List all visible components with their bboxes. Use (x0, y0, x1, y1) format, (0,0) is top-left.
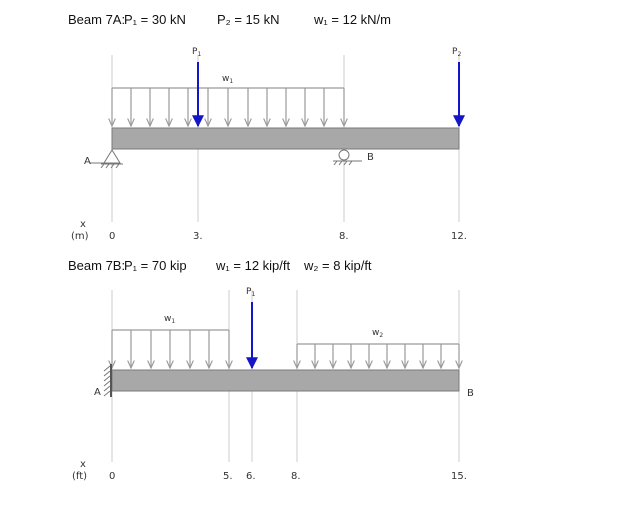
beam-7b-tick-label: 15. (451, 471, 467, 482)
beam-7a-tick-label: 0 (109, 231, 115, 242)
beam-7b-axis-x-label: x (80, 459, 86, 470)
beam-7b-distributed-load-w1 (112, 329, 229, 368)
beam-7a-p1-value: P₁ = 30 kN (124, 12, 186, 27)
beam-7b-p1-label: P1 (246, 287, 255, 298)
beam-7a-tick-label: 12. (451, 231, 467, 242)
beam-7a-tick-label: 3. (193, 231, 203, 242)
beam-7a-body (111, 127, 460, 150)
beam-7b-w2-value: w₂ = 8 kip/ft (304, 258, 372, 273)
beam-7a-p2-label: P2 (452, 47, 461, 58)
beam-7b-w1-label: w1 (164, 314, 175, 325)
beam-7b-title: Beam 7B: (68, 258, 126, 273)
beam-7a-distributed-load-w1 (112, 87, 344, 126)
beam-7b-end-b-label: B (467, 388, 474, 399)
beam-7a-p2-value: P₂ = 15 kN (217, 12, 280, 27)
beam-7a-axis-x-label: x (80, 219, 86, 230)
beam-7b-fixed-support-a (103, 364, 112, 397)
beam-7a-w1-value: w₁ = 12 kN/m (314, 12, 391, 27)
beam-7b-axis-unit: (ft) (72, 471, 87, 482)
beam-7a-axis-unit: (m) (71, 231, 89, 242)
beam-7b-tick-label: 5. (223, 471, 233, 482)
beam-7b-w2-label: w2 (372, 328, 383, 339)
beam-7a-pin-support-a (90, 149, 123, 169)
beam-7a-tick-label: 8. (339, 231, 349, 242)
beam-7b-support-a-label: A (94, 387, 101, 398)
beam-7b-w1-value: w₁ = 12 kip/ft (216, 258, 291, 273)
beam-7b-tick-label: 0 (109, 471, 115, 482)
beam-7b-tick-label: 8. (291, 471, 301, 482)
beam-7b-body (111, 369, 460, 392)
beam-7a-support-b-label: B (367, 152, 374, 163)
beam-7b-distributed-load-w2 (297, 343, 459, 368)
beam-7a-w1-label: w1 (222, 74, 233, 85)
beam-7a-support-a-label: A (84, 156, 91, 167)
beam-7a-roller-support-b (333, 149, 362, 166)
beam-7a-title: Beam 7A: (68, 12, 126, 27)
beam-7a-p1-label: P1 (192, 47, 201, 58)
beam-7b-p1-value: P₁ = 70 kip (124, 258, 187, 273)
beam-7b-tick-label: 6. (246, 471, 256, 482)
